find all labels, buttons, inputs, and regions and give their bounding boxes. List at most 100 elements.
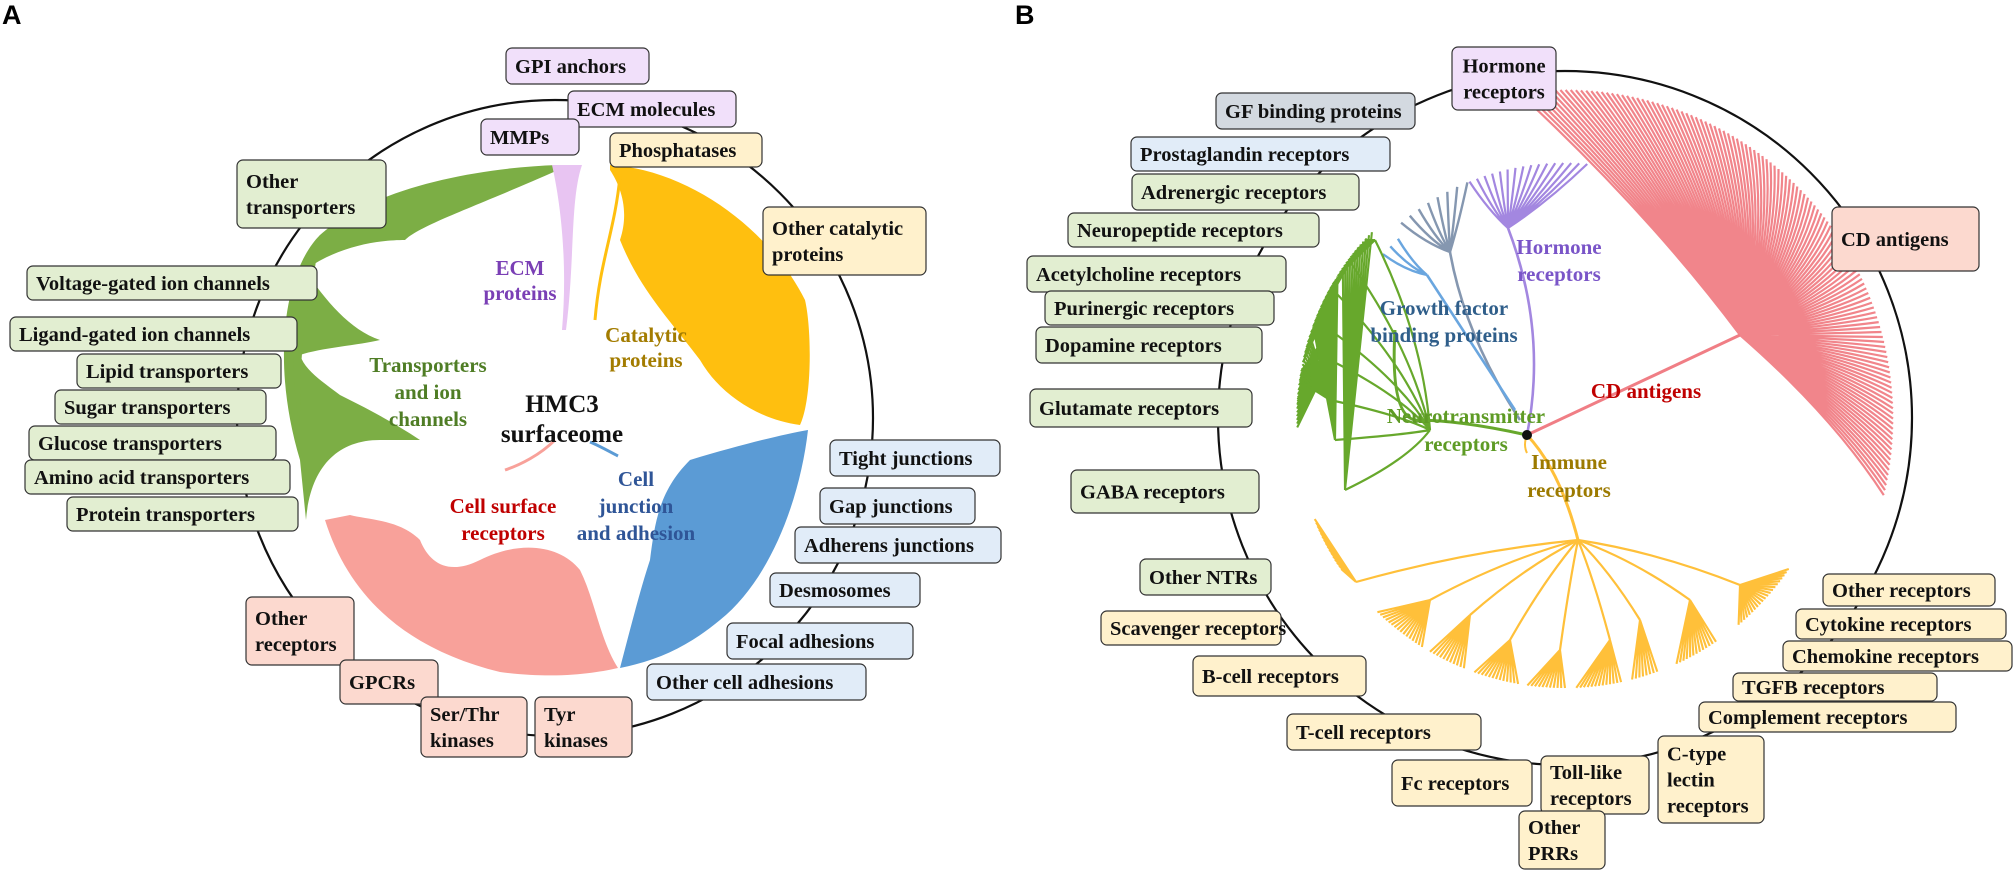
label-box-ecm-molecules-text: ECM molecules — [577, 99, 715, 121]
label-box-adherens-junctions-frame — [794, 526, 1002, 564]
label-box-gpcrs-frame — [339, 659, 439, 705]
label-box-other-transporters-frame — [236, 159, 387, 229]
label-box-t-cell-receptors-frame — [1286, 713, 1482, 751]
label-box-other-ntrs-text: Other NTRs — [1149, 567, 1257, 589]
label-box-adrenergic-receptors: Adrenergic receptors — [1131, 173, 1360, 211]
label-box-scavenger-receptors-frame — [1100, 610, 1282, 646]
label-box-ser-thr-kinases-text-line: kinases — [430, 730, 494, 752]
label-box-gpi-anchors-frame — [505, 47, 650, 85]
immune-stem — [1525, 433, 1580, 541]
label-box-sugar-transporters-frame — [54, 389, 267, 425]
label-box-cd-antigens-frame — [1831, 206, 1980, 272]
label-box-tight-junctions-frame — [829, 439, 1001, 477]
label-box-prostaglandin-receptors-text-line: Prostaglandin receptors — [1140, 144, 1349, 166]
label-box-ecm-molecules-frame — [567, 90, 737, 128]
immune-branches — [1313, 518, 1357, 583]
label-box-other-catalytic-proteins-text-line: proteins — [772, 244, 843, 266]
label-box-gpi-anchors-text-line: GPI anchors — [515, 56, 626, 78]
label-box-adrenergic-receptors-text: Adrenergic receptors — [1141, 182, 1326, 204]
immune-branches — [1429, 614, 1472, 669]
category-label-ecm-proteins-line: ECM — [496, 256, 545, 280]
label-box-other-receptors-frame — [245, 596, 355, 666]
label-box-ecm-molecules: ECM molecules — [567, 90, 737, 128]
label-box-ecm-molecules-text-line: ECM molecules — [577, 99, 715, 121]
label-box-gaba-receptors-frame — [1070, 469, 1260, 514]
label-box-acetylcholine-receptors-text-line: Acetylcholine receptors — [1036, 264, 1241, 286]
label-box-glutamate-receptors-frame — [1029, 388, 1253, 428]
label-box-toll-like-receptors-text-line: Toll-like — [1550, 762, 1622, 784]
fan-prostaglandin — [1382, 238, 1517, 411]
label-box-c-type-lectin-receptors-frame — [1657, 735, 1765, 824]
label-box-tgfb-receptors-frame — [1732, 672, 1938, 702]
nt-branches — [1312, 276, 1339, 441]
label-box-cytokine-receptors-text: Cytokine receptors — [1805, 614, 1971, 636]
category-label-b-neurotransmitter-receptors-line: Neurotransmitter — [1387, 404, 1545, 428]
label-box-gaba-receptors-text-line: GABA receptors — [1080, 482, 1225, 504]
immune-branches — [1737, 568, 1790, 625]
label-box-other-cell-adhesions: Other cell adhesions — [646, 663, 867, 701]
label-box-lipid-transporters-text-line: Lipid transporters — [86, 361, 248, 383]
label-box-gpi-anchors-text: GPI anchors — [515, 56, 626, 78]
label-box-other-transporters-text-line: transporters — [246, 197, 355, 219]
label-box-cd-antigens: CD antigens — [1831, 206, 1980, 272]
label-box-ligand-gated-ion-channels-text: Ligand-gated ion channels — [19, 324, 250, 346]
category-label-b-growth-factor-binding-proteins-line: Growth factor — [1380, 296, 1509, 320]
label-box-sugar-transporters-text-line: Sugar transporters — [64, 397, 230, 419]
label-box-ser-thr-kinases-frame — [420, 696, 528, 758]
label-box-sugar-transporters-text: Sugar transporters — [64, 397, 230, 419]
nt-substem — [1344, 429, 1431, 491]
panel-b-dendrogram — [1296, 89, 1894, 689]
label-box-other-receptors-text-line: Other receptors — [1832, 580, 1971, 602]
panel-b-root-node — [1522, 430, 1532, 440]
label-box-gf-binding-proteins: GF binding proteins — [1215, 92, 1416, 130]
label-box-ligand-gated-ion-channels: Ligand-gated ion channels — [9, 316, 298, 352]
label-box-glutamate-receptors-text-line: Glutamate receptors — [1039, 398, 1219, 420]
label-box-gap-junctions-text-line: Gap junctions — [829, 496, 953, 518]
label-box-tyr-kinases-text-line: kinases — [544, 730, 608, 752]
panel-a-green-sector — [283, 165, 558, 520]
category-label-b-hormone-receptors-line: Hormone — [1516, 235, 1601, 259]
fan-immune-receptors — [1313, 518, 1790, 689]
immune-substem — [1429, 538, 1579, 601]
label-box-desmosomes-frame — [769, 572, 921, 608]
label-box-gaba-receptors-text: GABA receptors — [1080, 482, 1225, 504]
label-box-adrenergic-receptors-text-line: Adrenergic receptors — [1141, 182, 1326, 204]
label-box-lipid-transporters-text: Lipid transporters — [86, 361, 248, 383]
label-box-protein-transporters-frame — [66, 496, 299, 532]
immune-substem — [1577, 539, 1641, 621]
label-box-purinergic-receptors: Purinergic receptors — [1044, 290, 1275, 326]
label-box-other-cell-adhesions-frame — [646, 663, 867, 701]
immune-substem — [1509, 539, 1579, 641]
label-box-scavenger-receptors-text: Scavenger receptors — [1110, 618, 1286, 640]
immune-substem — [1355, 538, 1579, 584]
label-box-fc-receptors: Fc receptors — [1391, 759, 1533, 807]
panel-a-pink-stem — [504, 438, 557, 472]
label-box-tgfb-receptors-text: TGFB receptors — [1742, 677, 1885, 699]
category-label-b-cd-antigens: CD antigens — [1591, 379, 1701, 403]
label-box-gpcrs-text-line: GPCRs — [349, 672, 415, 694]
label-box-phosphatases: Phosphatases — [609, 132, 763, 168]
label-box-neuropeptide-receptors: Neuropeptide receptors — [1067, 212, 1320, 248]
label-box-dopamine-receptors: Dopamine receptors — [1035, 326, 1263, 364]
fan-prostaglandin-branches — [1382, 238, 1428, 277]
immune-branches — [1675, 599, 1717, 665]
label-box-phosphatases-frame — [609, 132, 763, 168]
